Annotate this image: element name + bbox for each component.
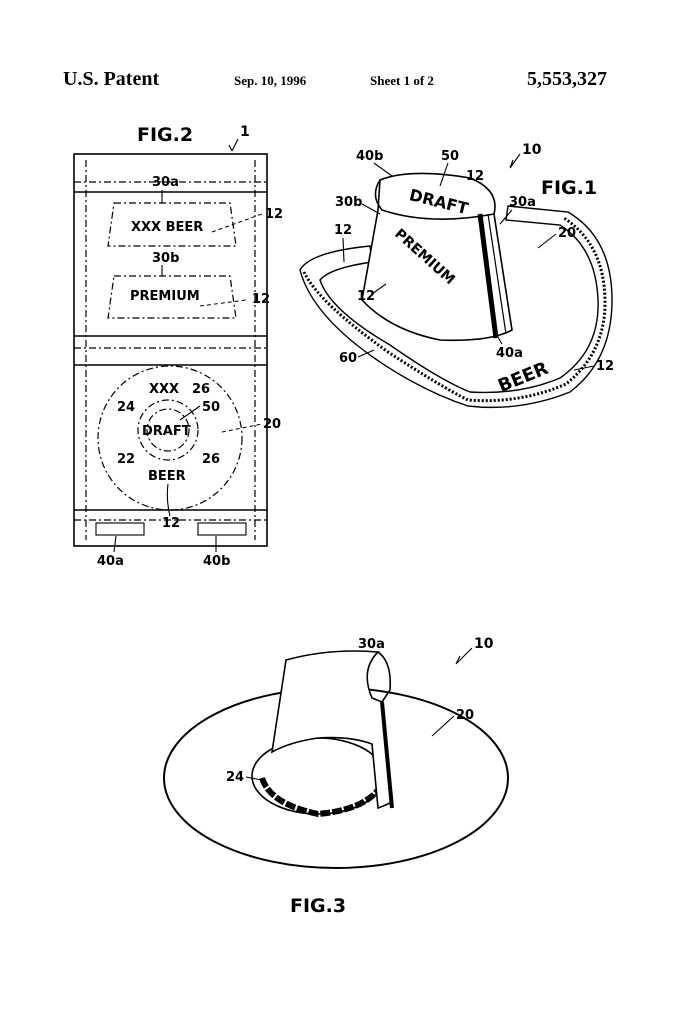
- fig1-ref-12-mid: 12: [357, 289, 375, 304]
- fig1-ref-12-top: 12: [466, 169, 484, 184]
- fig2-ref-50: 50: [202, 400, 220, 415]
- fig2-tab-40b: [197, 522, 247, 536]
- fig1-ref-40a: 40a: [496, 346, 523, 361]
- fig2-leader: [179, 405, 201, 421]
- fig1-ref-10-arrow: [509, 153, 521, 169]
- fig2-blank: FIG.2 1 30a XXX BEER 12 30b PREMIUM 12: [73, 124, 283, 569]
- fig1-leader: [342, 237, 345, 263]
- fig2-ref-1-arrow: [228, 138, 239, 152]
- fig3-leader: [431, 715, 455, 737]
- fig1-hat: 10 FIG.1 DRAFT PREMIUM BEER 40b 50 12 30…: [299, 142, 614, 409]
- sheet-number: Sheet 1 of 2: [370, 73, 434, 88]
- fig1-ref-60: 60: [339, 351, 357, 366]
- fig2-leader: [221, 423, 263, 433]
- fig2-title: FIG.2: [137, 124, 193, 146]
- fig1-brim: [299, 205, 613, 409]
- fig3-ref-24: 24: [226, 770, 244, 785]
- fig2-ref-40a: 40a: [97, 554, 124, 569]
- fig2-ref-26b: 26: [202, 452, 220, 467]
- fig2-band-30b-text: PREMIUM: [130, 289, 200, 304]
- fig3-crown-band: [270, 650, 393, 810]
- fig2-ref-40b: 40b: [203, 554, 230, 569]
- fig2-ref-24: 24: [117, 400, 135, 415]
- fig1-ref-10: 10: [522, 142, 542, 158]
- fig1-ref-20: 20: [558, 226, 576, 241]
- fig3-tabs: [259, 776, 381, 818]
- fig3-ref-20: 20: [456, 708, 474, 723]
- fig1-ref-12-right: 12: [596, 359, 614, 374]
- fig1-ref-30b: 30b: [335, 195, 362, 210]
- fig1-leader: [357, 349, 375, 358]
- fig1-leader: [573, 365, 595, 371]
- fig1-ref-50: 50: [441, 149, 459, 164]
- patent-number: 5,553,327: [527, 68, 607, 90]
- fig2-band-30a-text: XXX BEER: [131, 220, 203, 235]
- fig3-ref-10: 10: [474, 636, 494, 652]
- fig1-seam: [477, 213, 499, 339]
- fig2-leader: [166, 483, 171, 517]
- fig2-band-30b: [107, 275, 237, 319]
- fig2-disc-top-text: XXX: [149, 382, 179, 397]
- fig3-hat: 30a 10 20 24 FIG.3: [163, 636, 509, 917]
- fig2-leader: [113, 535, 117, 553]
- fig1-leader: [495, 333, 503, 345]
- fig2-tab-40a: [95, 522, 145, 536]
- fig1-leader: [371, 283, 387, 295]
- fig1-title: FIG.1: [541, 177, 597, 199]
- fig1-ref-40b: 40b: [356, 149, 383, 164]
- fig3-leader: [245, 776, 263, 781]
- patent-date: Sep. 10, 1996: [234, 73, 307, 88]
- fig2-ref-12c: 12: [162, 516, 180, 531]
- fig2-leader: [211, 213, 263, 233]
- fig2-ref-22: 22: [117, 452, 135, 467]
- fig2-outer-edge: [73, 153, 268, 547]
- fig3-title: FIG.3: [290, 895, 346, 917]
- fig2-ref-20: 20: [263, 417, 281, 432]
- fig1-ref-12-left: 12: [334, 223, 352, 238]
- fig3-band-end: [377, 651, 392, 703]
- fig1-ref-30a: 30a: [509, 195, 536, 210]
- fig1-crown-top: [374, 179, 495, 220]
- fig2-crown-cut-inner: [146, 408, 190, 452]
- fig2-disc-center-text: DRAFT: [142, 424, 191, 439]
- fig2-leader: [199, 299, 247, 307]
- fig1-leader: [361, 203, 381, 215]
- fig3-seam: [380, 701, 394, 809]
- fig2-ref-26a: 26: [192, 382, 210, 397]
- fig2-ref-1: 1: [240, 124, 250, 140]
- fig1-leader: [499, 209, 513, 225]
- fig2-ref-30b: 30b: [152, 251, 179, 266]
- fig2-brim-disc: [97, 365, 243, 511]
- fig2-disc-bottom-text: BEER: [148, 469, 186, 484]
- fig2-ref-30a: 30a: [152, 175, 179, 190]
- fig2-ref-12a: 12: [265, 207, 283, 222]
- fig1-leader: [537, 233, 557, 249]
- fig2-band-30a: [107, 202, 237, 247]
- fig2-ref-12b: 12: [252, 292, 270, 307]
- fig1-leader: [439, 162, 449, 187]
- fig1-leader: [373, 162, 393, 177]
- patent-label: U.S. Patent: [63, 68, 160, 90]
- fig1-seam-edge: [487, 213, 507, 335]
- fig1-beaded-edge: [302, 216, 607, 403]
- fig2-crown-cut: [137, 399, 199, 461]
- fig3-ref-10-arrow: [455, 647, 473, 665]
- fig3-ref-30a: 30a: [358, 637, 385, 652]
